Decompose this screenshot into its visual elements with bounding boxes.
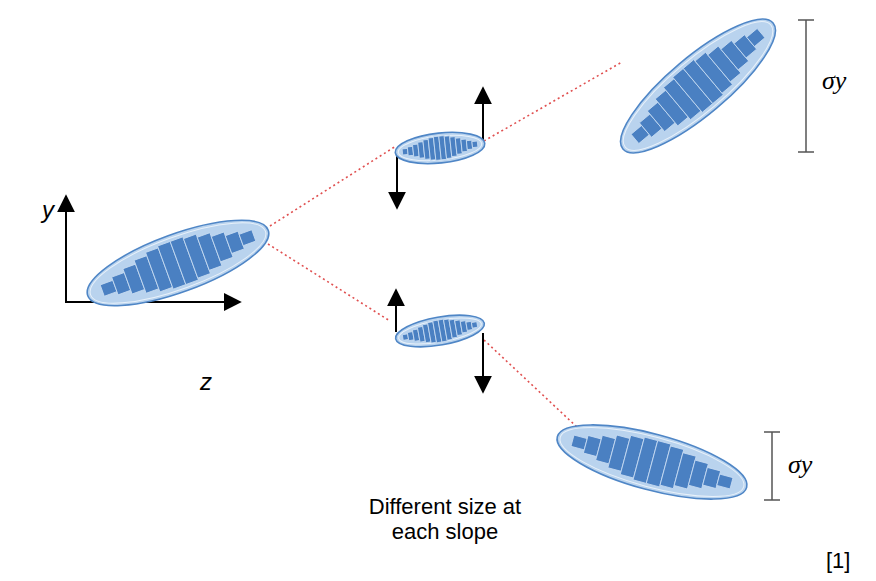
caption-note: Different size at each slope <box>345 494 545 545</box>
bunch-ellipse <box>550 410 754 515</box>
bunch-ellipse <box>394 128 487 167</box>
trajectory-lines <box>268 62 622 428</box>
size-label: σy <box>822 66 846 96</box>
bunch-ellipse <box>393 309 486 352</box>
bunch-ellipse <box>604 1 791 171</box>
size-label: σy <box>788 450 812 480</box>
axis-label: z <box>200 368 212 396</box>
bunch-ellipse <box>78 203 278 323</box>
reference-number: [1] <box>826 548 850 573</box>
axis-label: y <box>42 196 54 224</box>
bunches <box>78 1 792 515</box>
y-axis <box>65 196 67 303</box>
size-brackets <box>764 20 814 500</box>
